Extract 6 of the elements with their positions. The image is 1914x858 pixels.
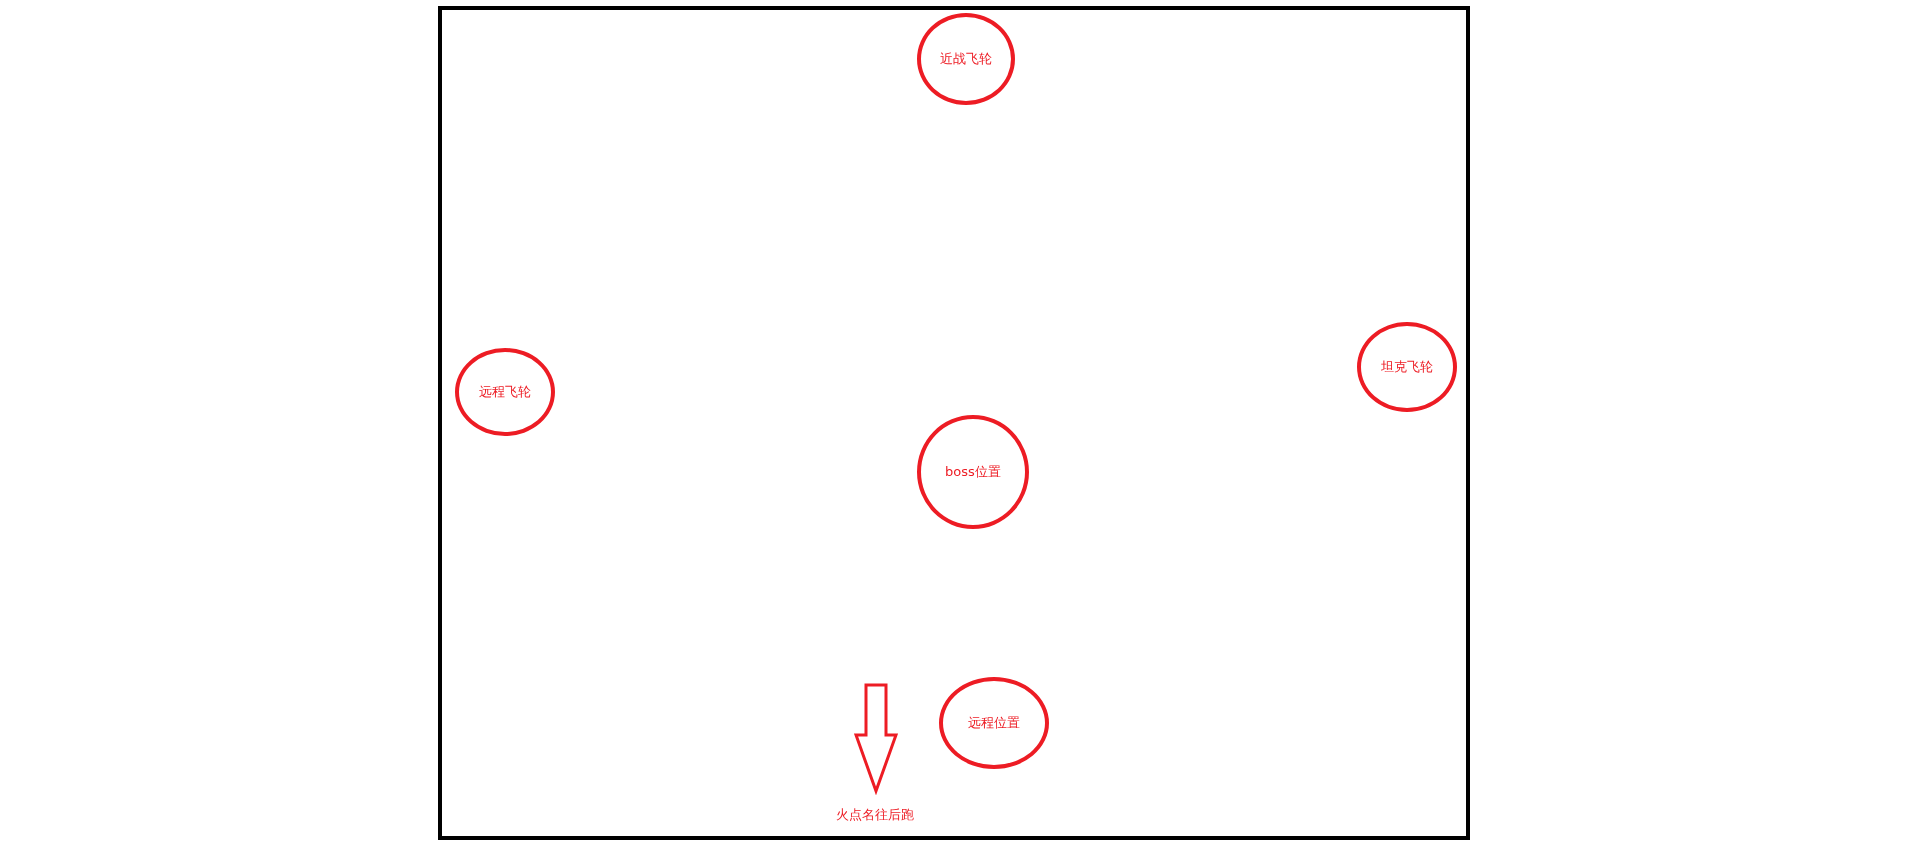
position-label: 近战飞轮 xyxy=(940,50,992,69)
position-label: 远程飞轮 xyxy=(479,383,531,402)
position-label: 坦克飞轮 xyxy=(1381,358,1433,377)
instruction-note: 火点名往后跑 xyxy=(836,806,914,824)
position-label: boss位置 xyxy=(945,463,1001,482)
position-label: 远程位置 xyxy=(968,714,1020,733)
